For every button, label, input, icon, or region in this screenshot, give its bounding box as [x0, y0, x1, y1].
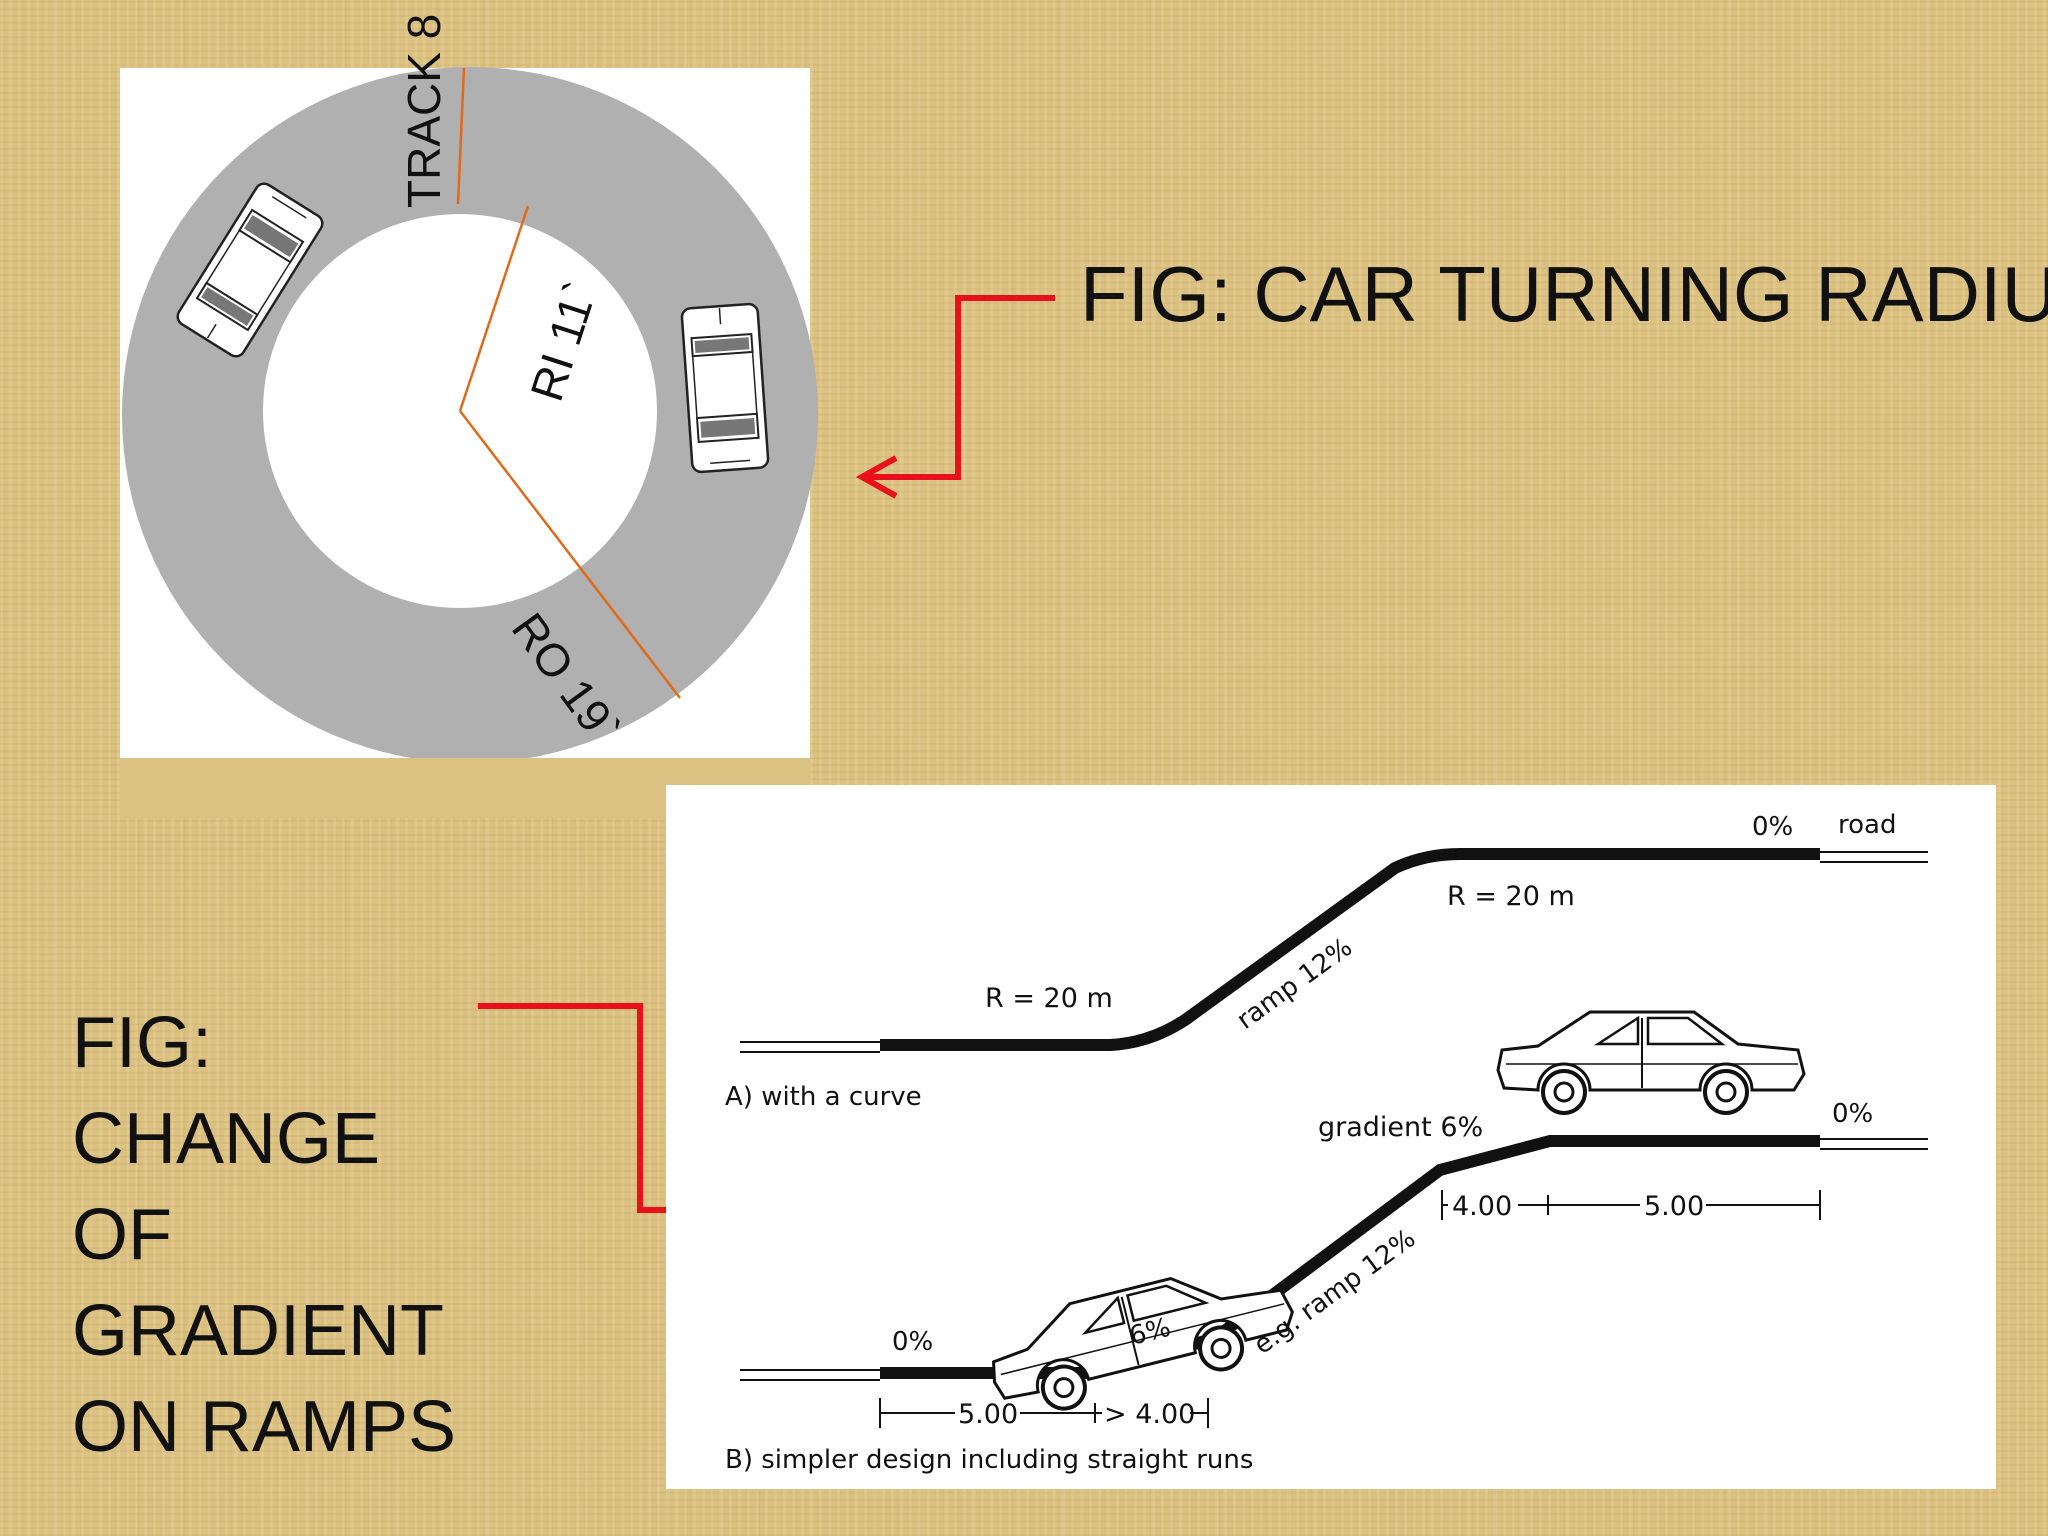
dim-top-2: 5.00: [1644, 1191, 1704, 1222]
road-label: road: [1838, 810, 1896, 840]
dim-bottom-1: 5.00: [958, 1399, 1018, 1430]
ramp-gradient-caption: FIG: CHANGE OF GRADIENT ON RAMPS: [72, 995, 456, 1475]
dim-bottom-2: > 4.00: [1104, 1399, 1195, 1430]
diagram-b-title: B) simpler design including straight run…: [725, 1445, 1253, 1475]
bottom-grade-label: 0%: [892, 1327, 933, 1357]
turning-radius-figure: TRACK 8 RI 11` RO 19`: [120, 14, 818, 818]
ramp-caption-line: OF: [72, 1195, 172, 1275]
track-label: TRACK 8: [398, 14, 450, 208]
radius-left-label: R = 20 m: [985, 983, 1113, 1014]
top-grade-a-label: 0%: [1752, 812, 1793, 842]
top-dimension-line: [1441, 1190, 1821, 1220]
bottom-dimension-line: [879, 1398, 1209, 1428]
inner-radius-line: [458, 205, 530, 412]
ramp-caption-line: FIG:: [72, 1003, 212, 1083]
diagram-a-title: A) with a curve: [725, 1082, 922, 1112]
turning-radius-caption: FIG: CAR TURNING RADIU: [1080, 250, 2048, 338]
track-line: [456, 67, 466, 205]
ramp-caption-line: CHANGE: [72, 1099, 381, 1179]
outer-radius-line: [459, 410, 681, 699]
ramp-caption-line: GRADIENT: [72, 1291, 445, 1371]
radius-right-label: R = 20 m: [1447, 881, 1575, 912]
arrow-to-turning-figure: [855, 295, 1055, 499]
top-grade-b-label: 0%: [1832, 1099, 1873, 1129]
ramp-a-profile: [880, 848, 1820, 1051]
dim-top-1: 4.00: [1452, 1191, 1512, 1222]
gradient-label: gradient 6%: [1318, 1112, 1483, 1143]
ramp-caption-line: ON RAMPS: [72, 1387, 457, 1467]
car-icon-right: [680, 302, 770, 474]
ramp-gradient-figure: R = 20 m R = 20 m ramp 12% 0% road A) wi…: [666, 785, 1996, 1489]
